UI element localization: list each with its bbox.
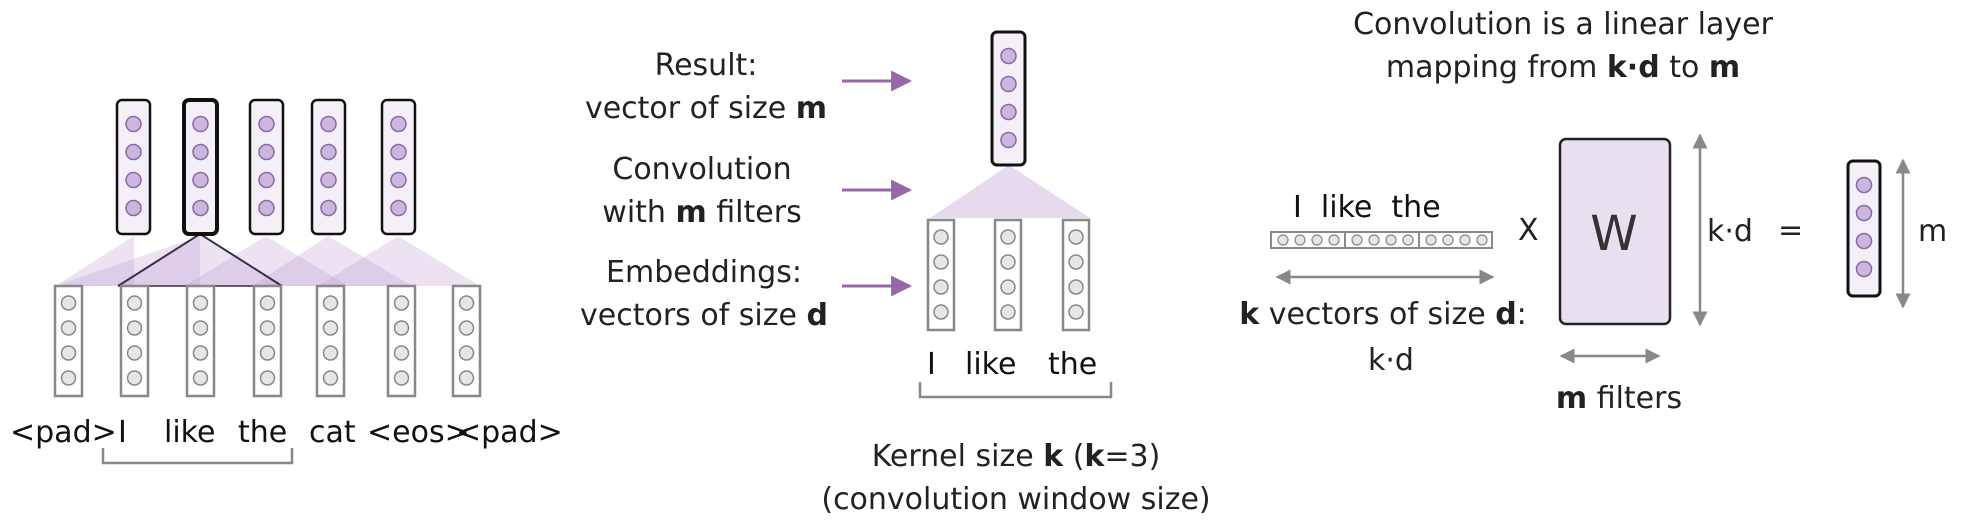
embedding-vector — [119, 284, 150, 398]
token-label: the — [238, 415, 287, 450]
w-matrix: W — [1558, 137, 1672, 326]
embedding-vector — [451, 284, 482, 398]
kd-height-label: k·d — [1707, 214, 1753, 249]
convolution-filters-label: with m filters — [602, 195, 801, 230]
output-vector-highlighted — [182, 98, 219, 236]
embedding-vector — [53, 284, 84, 398]
result-size-label: vector of size m — [585, 91, 827, 126]
embedding-vector — [993, 218, 1023, 332]
k-vectors-label: k vectors of size d: — [1239, 297, 1527, 332]
output-vector — [115, 98, 152, 236]
m-height-label: m — [1918, 214, 1947, 249]
output-vector — [380, 98, 417, 236]
window-shading — [930, 165, 1090, 218]
embedding-vector — [185, 284, 216, 398]
output-vector — [1846, 159, 1882, 298]
embeddings-size-label: vectors of size d — [580, 298, 828, 333]
token-label: I like the — [1293, 190, 1441, 225]
output-vector — [248, 98, 285, 236]
embeddings-label: Embeddings: — [606, 255, 802, 290]
linear-layer-title: Convolution is a linear layer — [1353, 7, 1774, 42]
right-panel: Convolution is a linear layer mapping fr… — [1239, 7, 1947, 416]
middle-panel: Result: vector of size m Convolution wit… — [580, 30, 1211, 517]
result-label: Result: — [655, 48, 758, 83]
token-label: <pad> — [456, 415, 563, 450]
embedding-vector — [1061, 218, 1091, 332]
window-size-label: (convolution window size) — [821, 482, 1210, 517]
result-vector — [990, 30, 1027, 167]
window-bracket — [918, 382, 1113, 399]
token-label: the — [1048, 347, 1097, 382]
left-panel: <pad> I like the cat <eos> <pad> — [10, 98, 563, 465]
token-label: like — [164, 415, 215, 450]
m-filters-label: m filters — [1556, 381, 1682, 416]
concatenated-vector — [1270, 231, 1493, 249]
embedding-vector — [315, 284, 346, 398]
convolution-label: Convolution — [612, 152, 791, 187]
token-label: <pad> — [10, 415, 117, 450]
w-label: W — [1590, 206, 1637, 262]
token-label: cat — [309, 415, 356, 450]
window-bracket — [101, 448, 294, 465]
linear-layer-subtitle: mapping from k·d to m — [1386, 50, 1740, 85]
embedding-vector — [926, 218, 956, 332]
token-label: like — [965, 347, 1016, 382]
token-label: I — [927, 347, 936, 382]
embedding-vector — [386, 284, 417, 398]
window-shading — [55, 232, 480, 287]
equals-sign: = — [1778, 213, 1803, 248]
times-sign: X — [1518, 213, 1539, 248]
kd-label: k·d — [1368, 343, 1414, 378]
embedding-vector — [252, 284, 283, 398]
token-label: <eos> — [367, 415, 470, 450]
token-label: I — [118, 415, 127, 450]
output-vector — [310, 98, 347, 236]
kernel-size-label: Kernel size k (k=3) — [872, 439, 1161, 474]
